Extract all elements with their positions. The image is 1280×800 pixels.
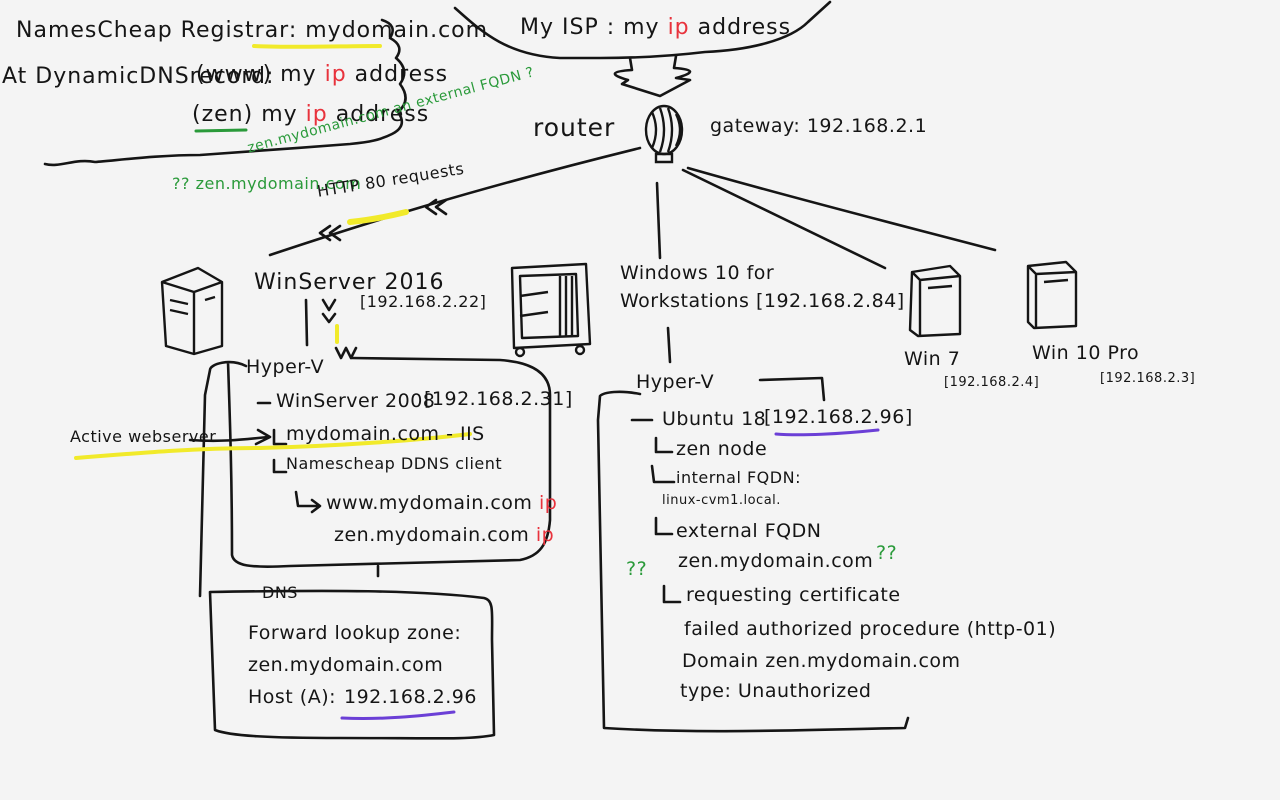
underline-ubuntu-ip bbox=[774, 428, 880, 437]
tree-branch-internal bbox=[650, 464, 676, 484]
isp-ip-word: ip bbox=[667, 15, 690, 40]
desktop-tower-icon-2 bbox=[1026, 260, 1078, 330]
cert-error-line3: type: Unauthorized bbox=[680, 680, 872, 702]
www-dns-record: www.mydomain.com ip bbox=[326, 494, 557, 513]
winserver2008-title: WinServer 2008 bbox=[276, 390, 436, 412]
internal-fqdn: linux-cvm1.local. bbox=[662, 493, 781, 508]
hyperv-right-box bbox=[596, 376, 910, 733]
registrar-prefix: NamesCheap Registrar: bbox=[16, 18, 298, 43]
http-chevron-left bbox=[318, 224, 342, 242]
cert-error-line1: failed authorized procedure (http-01) bbox=[684, 618, 1057, 640]
link-winserver-hyperv bbox=[304, 298, 309, 347]
iis-site: mydomain.com - IIS bbox=[286, 423, 485, 445]
isp-label: My ISP : my ip address bbox=[520, 17, 791, 39]
www-record-ip: ip bbox=[539, 492, 558, 514]
dns-box bbox=[208, 589, 496, 740]
http-chevrons-2 bbox=[334, 346, 358, 360]
router-icon bbox=[644, 104, 684, 164]
win7-title: Win 7 bbox=[904, 348, 961, 370]
server-tower-icon bbox=[160, 266, 224, 356]
underline-dns-ip bbox=[340, 710, 456, 721]
isp-arrow bbox=[613, 54, 692, 98]
tree-branch-cert bbox=[662, 584, 682, 604]
router-label: router bbox=[533, 113, 616, 142]
hyperv-left-title: Hyper-V bbox=[246, 356, 325, 378]
highlight-active-webserver bbox=[74, 432, 472, 460]
link-router-win7 bbox=[681, 168, 887, 270]
zen-address-word: address bbox=[335, 102, 430, 127]
isp-address-word: address bbox=[697, 15, 792, 40]
cert-error-line2: Domain zen.mydomain.com bbox=[682, 650, 961, 672]
http-chevrons-1 bbox=[321, 298, 337, 324]
tree-branch-external bbox=[654, 516, 674, 536]
www-record-line: (www) my ip address bbox=[196, 64, 448, 86]
zen-record-ip: ip bbox=[535, 524, 555, 546]
registrar-title: NamesCheap Registrar: mydomain.com bbox=[16, 20, 488, 42]
hyperv-left-box bbox=[198, 356, 552, 598]
ubuntu-title: Ubuntu 18 bbox=[662, 408, 767, 430]
dns-host-label: Host (A): bbox=[248, 686, 337, 708]
tree-branch-ddns bbox=[272, 458, 288, 474]
tree-branch-iis bbox=[272, 428, 288, 446]
highlight-http bbox=[347, 209, 409, 225]
external-fqdn: zen.mydomain.com bbox=[678, 550, 874, 572]
external-question-after: ?? bbox=[876, 542, 898, 564]
dynamic-dns-record-label: At DynamicDNSrecord: bbox=[2, 64, 275, 89]
zen-prefix: ) my bbox=[243, 102, 298, 127]
zen-dns-record: zen.mydomain.com ip bbox=[334, 526, 554, 545]
active-webserver-arrow bbox=[188, 428, 272, 446]
zen-record-line: (zen) my ip address bbox=[192, 104, 429, 126]
link-router-winserver bbox=[268, 146, 642, 257]
external-fqdn-label: external FQDN bbox=[676, 520, 822, 542]
desktop-tower-icon bbox=[908, 264, 962, 338]
zen-node: zen node bbox=[676, 438, 768, 460]
win10pro-ip: [192.168.2.3] bbox=[1100, 371, 1196, 386]
zen-label: zen bbox=[201, 102, 244, 127]
winserver2016-ip: [192.168.2.22] bbox=[360, 292, 487, 311]
www-address-word: address bbox=[354, 62, 449, 87]
winserver2008-ip: [192.168.2.31] bbox=[424, 388, 573, 410]
dns-title: DNS bbox=[262, 583, 298, 602]
tree-branch-www bbox=[294, 490, 322, 514]
zen-ip-word: ip bbox=[305, 102, 328, 127]
isp-cloud-outline bbox=[453, 0, 832, 60]
winserver2016-title: WinServer 2016 bbox=[254, 270, 445, 295]
router-gateway: gateway: 192.168.2.1 bbox=[710, 115, 928, 137]
zen-question: ?? zen.mydomain.com bbox=[172, 174, 362, 193]
www-ip-word: ip bbox=[324, 62, 347, 87]
active-webserver-label: Active webserver bbox=[70, 427, 217, 446]
ddns-client: Namescheap DDNS client bbox=[286, 454, 503, 473]
dns-zone-label: Forward lookup zone: bbox=[248, 622, 462, 644]
http-chevron-right bbox=[424, 198, 448, 216]
hyperv-right-title: Hyper-V bbox=[636, 371, 715, 393]
zen-record-text: zen.mydomain.com bbox=[334, 524, 530, 546]
requesting-certificate: requesting certificate bbox=[686, 584, 901, 606]
link-router-win10ws bbox=[655, 181, 662, 260]
external-question-before: ?? bbox=[626, 558, 648, 580]
tree-branch-zen-node bbox=[654, 436, 674, 454]
win10ws-subtitle: Workstations [192.168.2.84] bbox=[620, 290, 905, 312]
isp-text: My ISP : my bbox=[520, 15, 660, 40]
win10ws-title: Windows 10 for bbox=[620, 262, 775, 284]
registrar-border bbox=[43, 18, 407, 167]
win7-ip: [192.168.2.4] bbox=[944, 375, 1040, 390]
www-prefix: (www) my bbox=[196, 62, 317, 87]
registrar-domain: mydomain.com bbox=[305, 18, 489, 43]
dns-zone-name: zen.mydomain.com bbox=[248, 654, 444, 676]
internal-fqdn-label: internal FQDN: bbox=[676, 468, 801, 487]
www-record-text: www.mydomain.com bbox=[326, 492, 533, 514]
workstation-icon bbox=[510, 262, 592, 358]
win10pro-title: Win 10 Pro bbox=[1032, 342, 1140, 364]
highlight-registrar-domain bbox=[252, 44, 382, 49]
underline-zen bbox=[194, 128, 248, 133]
link-router-win10pro bbox=[686, 166, 997, 252]
ubuntu-ip: [192.168.2.96] bbox=[764, 406, 913, 428]
link-win10ws-hyperv bbox=[666, 326, 672, 364]
zen-paren-open: ( bbox=[192, 102, 202, 127]
dns-host-ip: 192.168.2.96 bbox=[344, 686, 477, 708]
